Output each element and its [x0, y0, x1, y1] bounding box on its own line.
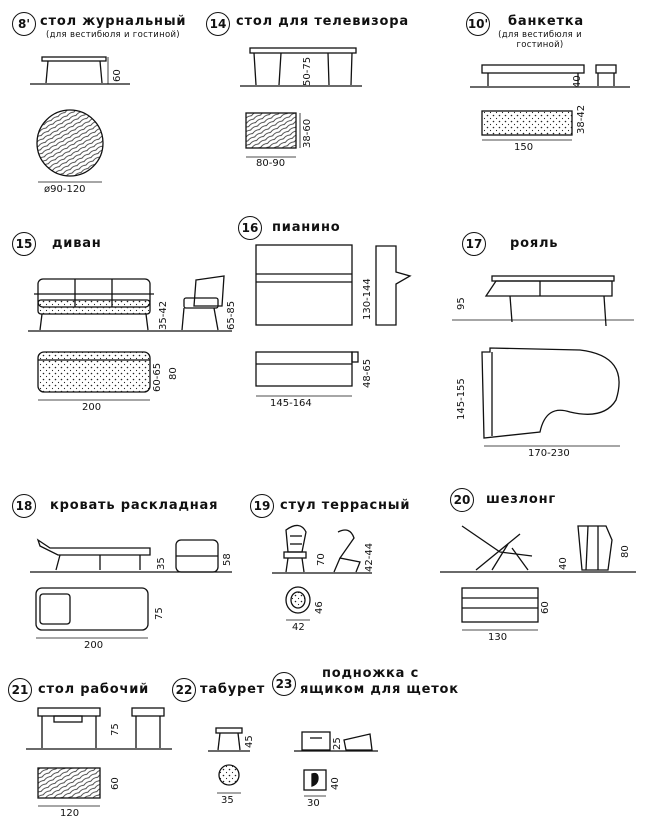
- item-number: 19: [250, 494, 274, 518]
- dimension-label: 38-60: [302, 118, 313, 148]
- item-number: 8': [12, 12, 36, 36]
- item-title: кровать раскладная: [50, 498, 219, 513]
- item-number: 16: [238, 216, 262, 240]
- deck-chair-drawing: [440, 525, 636, 631]
- dimension-label: ø90-120: [44, 184, 86, 195]
- dimension-label: 80: [168, 367, 179, 380]
- dimension-label: 130: [488, 632, 508, 643]
- item-title: подножка с: [322, 666, 420, 681]
- item-title-line2: ящиком для щеток: [300, 682, 459, 697]
- desk-drawing: [26, 707, 172, 807]
- item-number: 23: [272, 672, 296, 696]
- dimension-label: 80: [620, 545, 631, 558]
- dimension-label: 65-85: [226, 300, 237, 330]
- dimension-label: 40: [330, 777, 341, 790]
- dimension-label: 145-164: [270, 398, 312, 409]
- footrest-drawing: [294, 731, 378, 797]
- item-number: 10': [466, 12, 490, 36]
- item-title: стол журнальный: [40, 14, 187, 29]
- item-number: 20: [450, 488, 474, 512]
- dimension-label: 170-230: [528, 448, 570, 459]
- dimension-label: 60: [112, 69, 123, 82]
- dimension-label: 46: [314, 601, 325, 614]
- item-subtitle: (для вестибюля и гостиной): [498, 30, 582, 50]
- item-number: 15: [12, 232, 36, 256]
- terrace-chair-drawing: [272, 524, 372, 621]
- piano-drawing: [255, 244, 412, 397]
- dimension-label: 35: [221, 795, 234, 806]
- dimension-label: 40: [572, 75, 583, 88]
- stool-drawing: [208, 727, 250, 794]
- item-number: 18: [12, 494, 36, 518]
- item-title: стол для телевизора: [236, 14, 409, 29]
- dimension-label: 75: [110, 723, 121, 736]
- dimension-label: 60-65: [152, 362, 163, 392]
- sofa-drawing: [28, 275, 232, 401]
- item-title: пианино: [272, 220, 341, 235]
- dimension-label: 35-42: [158, 300, 169, 330]
- item-number: 21: [8, 678, 32, 702]
- dimension-label: 40: [558, 557, 569, 570]
- item-number: 17: [462, 232, 486, 256]
- dimension-label: 200: [84, 640, 104, 651]
- folding-bed-drawing: [30, 538, 232, 639]
- item-subtitle: (для вестибюля и гостиной): [46, 30, 180, 40]
- coffee-table-drawing: [30, 56, 130, 183]
- dimension-label: 200: [82, 402, 102, 413]
- dimension-label: 30: [307, 798, 320, 809]
- dimension-label: 35: [156, 557, 167, 570]
- dimension-label: 50-75: [302, 56, 313, 86]
- dimension-label: 130-144: [362, 278, 373, 320]
- tv-table-drawing: [240, 47, 362, 158]
- dimension-label: 75: [154, 607, 165, 620]
- dimension-label: 145-155: [456, 378, 467, 420]
- dimension-label: 95: [456, 297, 467, 310]
- item-title: табурет: [200, 682, 266, 697]
- dimension-label: 80-90: [256, 158, 286, 169]
- dimension-label: 38-42: [576, 104, 587, 134]
- item-title: банкетка: [508, 14, 585, 29]
- dimension-label: 70: [316, 553, 327, 566]
- item-title: стол рабочий: [38, 682, 150, 697]
- dimension-label: 45: [244, 735, 255, 748]
- dimension-label: 48-65: [362, 358, 373, 388]
- dimension-label: 120: [60, 808, 80, 819]
- item-title: стул террасный: [280, 498, 411, 513]
- item-title: шезлонг: [486, 492, 557, 507]
- dimension-label: 42-44: [364, 542, 375, 572]
- dimension-label: 25: [332, 737, 343, 750]
- dimension-label: 60: [540, 601, 551, 614]
- dimension-label: 58: [222, 553, 233, 566]
- dimension-label: 150: [514, 142, 534, 153]
- item-title: диван: [52, 236, 102, 251]
- dimension-label: 60: [110, 777, 121, 790]
- item-number: 22: [172, 678, 196, 702]
- dimension-label: 42: [292, 622, 305, 633]
- item-number: 14: [206, 12, 230, 36]
- grand-piano-drawing: [452, 275, 634, 447]
- bench-drawing: [470, 64, 630, 141]
- item-title: рояль: [510, 236, 559, 251]
